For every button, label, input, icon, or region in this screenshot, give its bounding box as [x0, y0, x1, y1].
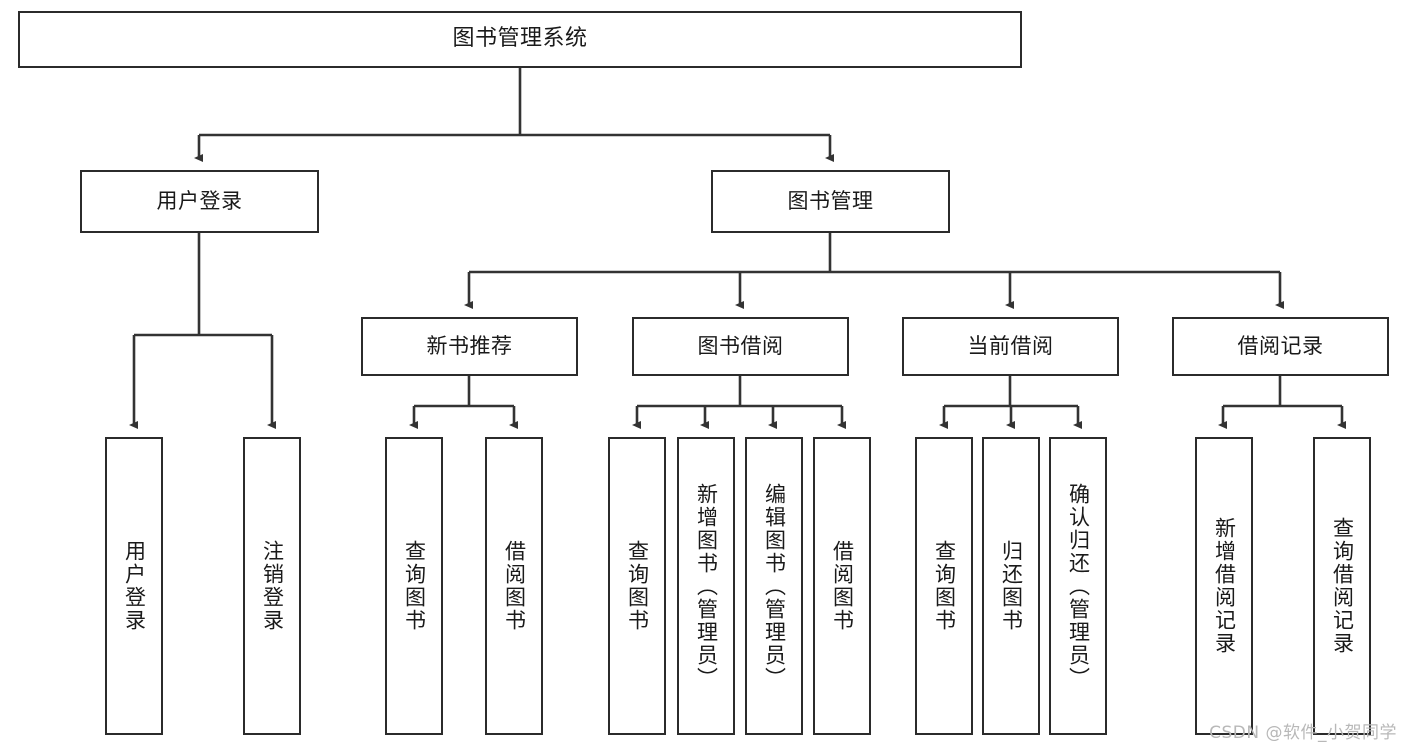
node-label: 借阅记录: [1237, 333, 1324, 358]
node-leaf-query-book-2[interactable]: 查询图书: [608, 437, 666, 735]
node-label: 编辑图书（管理员）: [762, 482, 787, 690]
node-current-borrow[interactable]: 当前借阅: [902, 317, 1119, 376]
node-label: 借阅图书: [830, 540, 855, 632]
node-label: 图书管理: [787, 188, 874, 213]
node-leaf-logout[interactable]: 注销登录: [243, 437, 301, 735]
node-leaf-query-record[interactable]: 查询借阅记录: [1313, 437, 1371, 735]
node-leaf-query-book-1[interactable]: 查询图书: [385, 437, 443, 735]
node-label: 图书借阅: [697, 333, 784, 358]
node-leaf-return-book[interactable]: 归还图书: [982, 437, 1040, 735]
node-borrow-record[interactable]: 借阅记录: [1172, 317, 1389, 376]
node-leaf-add-record[interactable]: 新增借阅记录: [1195, 437, 1253, 735]
node-leaf-borrow-book-1[interactable]: 借阅图书: [485, 437, 543, 735]
node-label: 借阅图书: [502, 540, 527, 632]
node-label: 查询图书: [625, 540, 650, 632]
node-new-book-rec[interactable]: 新书推荐: [361, 317, 578, 376]
csdn-watermark: CSDN @软件_小贺同学: [1209, 723, 1397, 743]
node-label: 新书推荐: [426, 333, 513, 358]
node-root-system[interactable]: 图书管理系统: [18, 11, 1022, 68]
node-book-borrow[interactable]: 图书借阅: [632, 317, 849, 376]
node-user-login[interactable]: 用户登录: [80, 170, 319, 233]
node-label: 用户登录: [122, 540, 147, 632]
node-label: 注销登录: [260, 540, 285, 632]
node-leaf-borrow-book-2[interactable]: 借阅图书: [813, 437, 871, 735]
node-label: 新增借阅记录: [1212, 517, 1237, 655]
node-label: 当前借阅: [967, 333, 1054, 358]
node-label: 归还图书: [999, 540, 1024, 632]
node-label: 查询图书: [932, 540, 957, 632]
node-label: 确认归还（管理员）: [1066, 482, 1091, 690]
node-leaf-confirm-return[interactable]: 确认归还（管理员）: [1049, 437, 1107, 735]
node-label: 图书管理系统: [452, 26, 588, 52]
node-label: 查询图书: [402, 540, 427, 632]
node-leaf-add-book[interactable]: 新增图书（管理员）: [677, 437, 735, 735]
node-leaf-query-book-3[interactable]: 查询图书: [915, 437, 973, 735]
node-book-manage[interactable]: 图书管理: [711, 170, 950, 233]
node-label: 新增图书（管理员）: [694, 482, 719, 690]
node-label: 用户登录: [156, 188, 243, 213]
node-leaf-user-login[interactable]: 用户登录: [105, 437, 163, 735]
node-leaf-edit-book[interactable]: 编辑图书（管理员）: [745, 437, 803, 735]
node-label: 查询借阅记录: [1330, 517, 1355, 655]
